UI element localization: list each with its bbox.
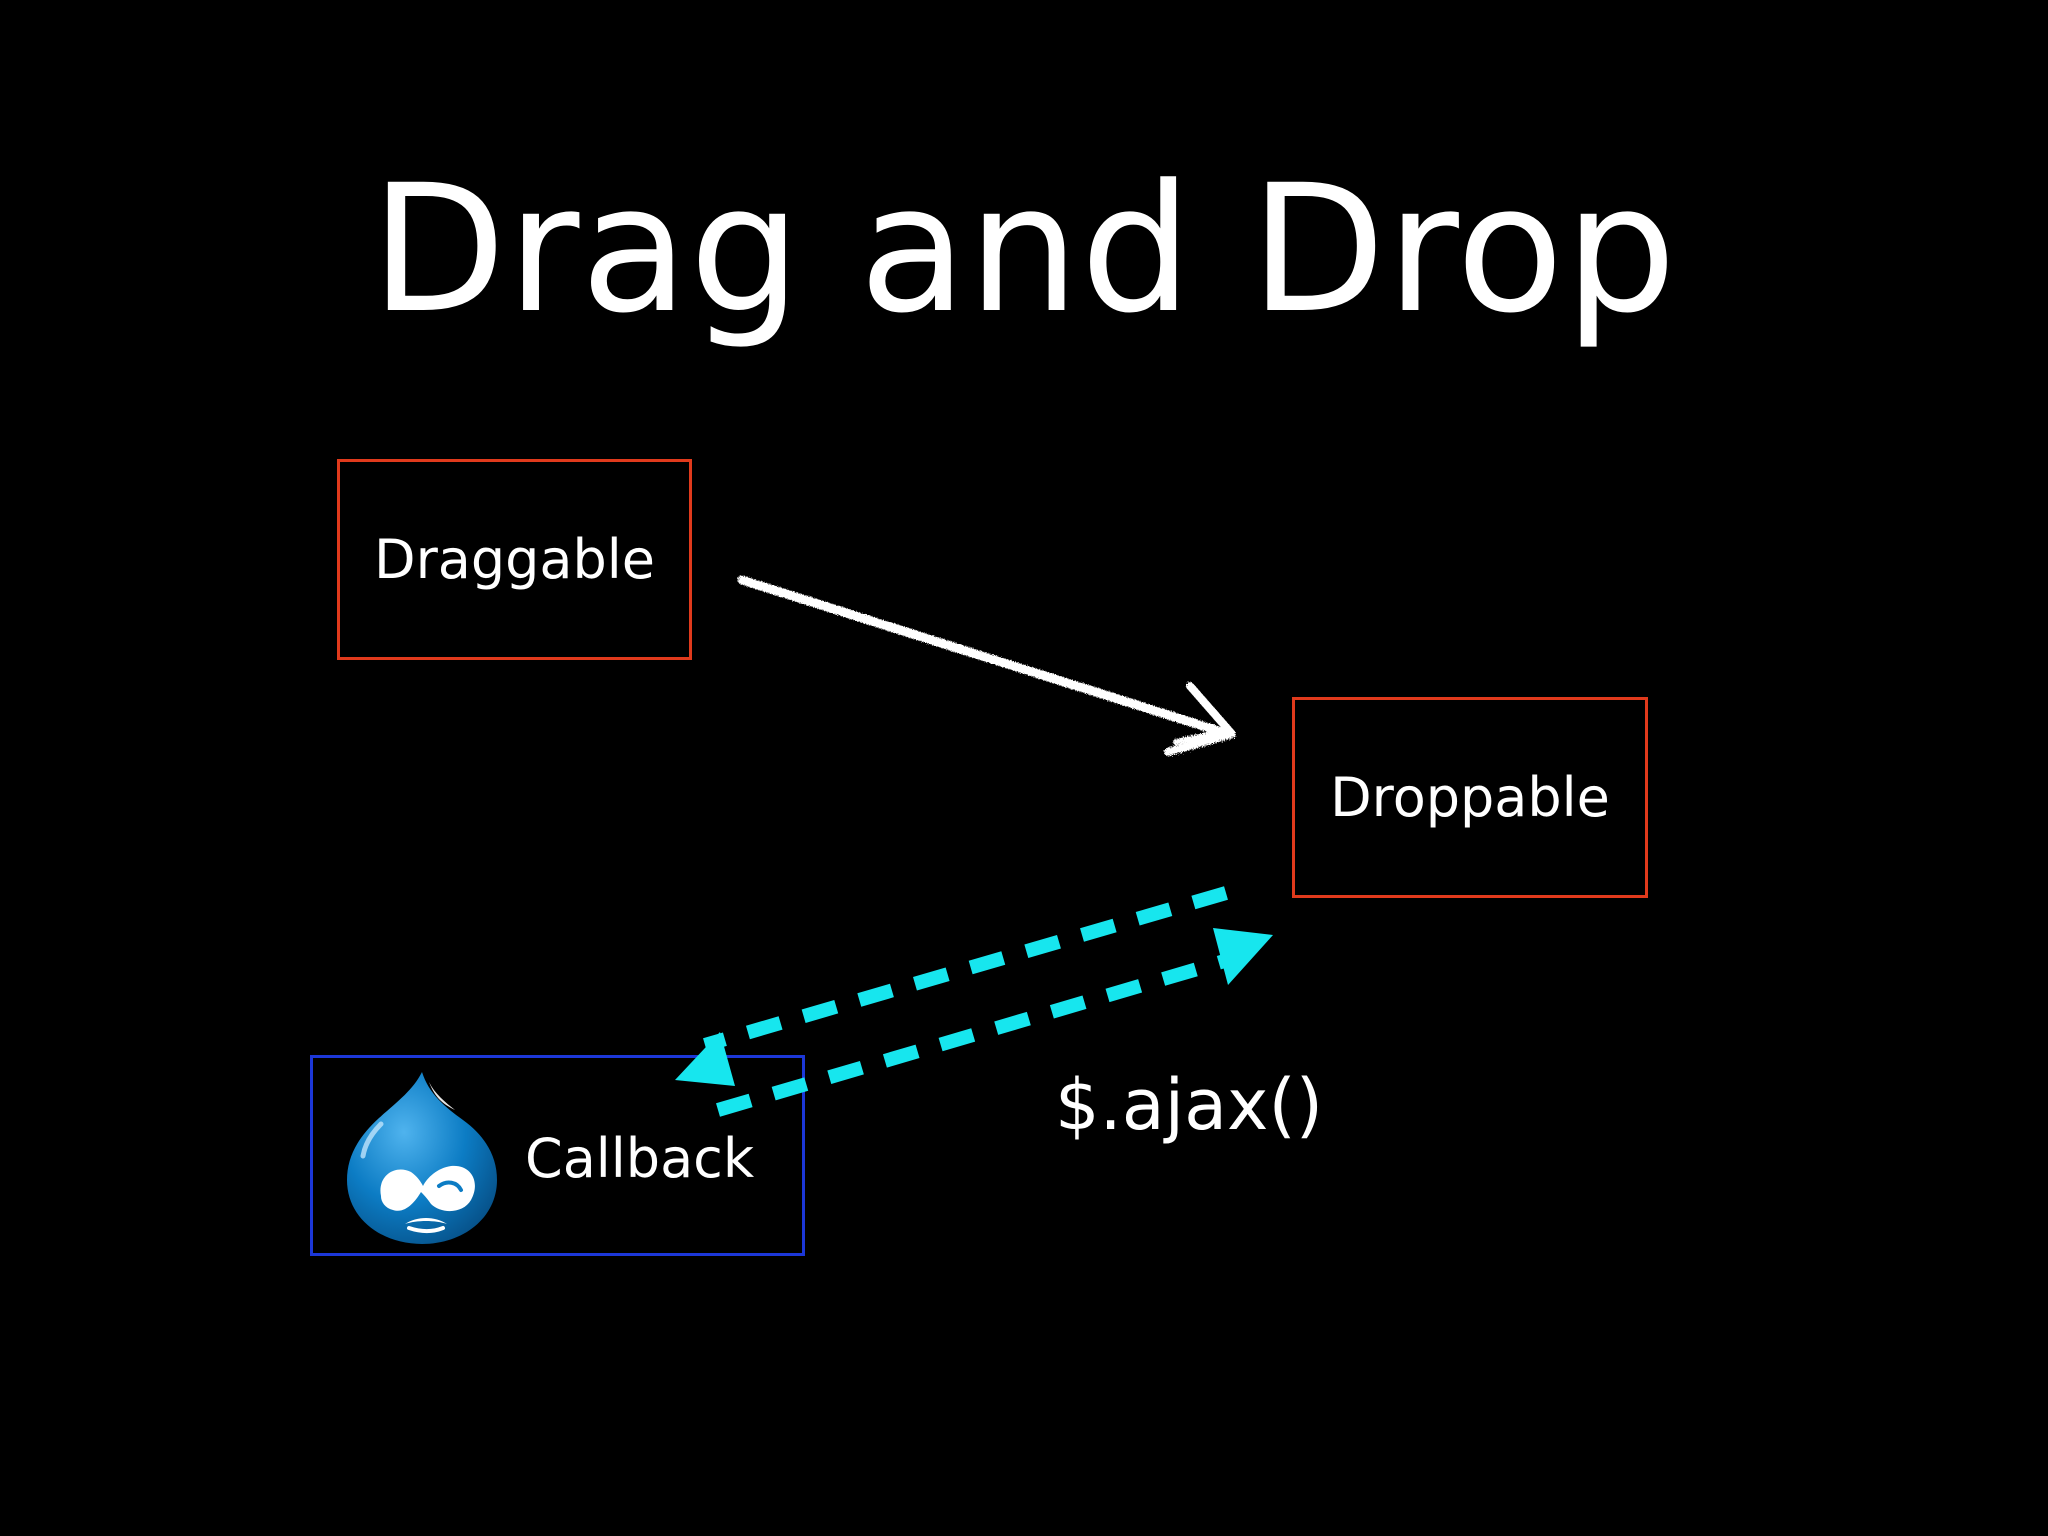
ajax-call-label: $.ajax(): [1055, 1064, 1324, 1146]
droppable-box: Droppable: [1292, 697, 1648, 898]
droppable-label: Droppable: [1330, 765, 1610, 829]
drupal-logo-icon: [347, 1072, 497, 1244]
callback-box: Callback: [310, 1055, 805, 1256]
callback-label: Callback: [525, 1127, 755, 1190]
draggable-label: Draggable: [373, 527, 656, 591]
drag-arrow-icon: [737, 575, 1236, 756]
draggable-box: Draggable: [337, 459, 692, 660]
slide-title: Drag and Drop: [370, 147, 1678, 352]
